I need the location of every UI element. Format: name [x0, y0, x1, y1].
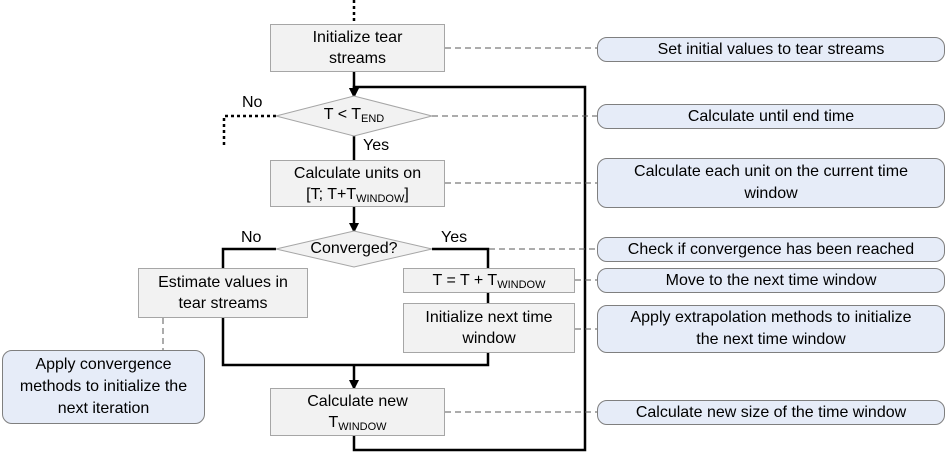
note-until-end: Calculate until end time — [597, 104, 945, 129]
calc-new-line1: Calculate new — [307, 393, 408, 410]
note-set-initial: Set initial values to tear streams — [597, 37, 945, 62]
estimate-values-box: Estimate values in tear streams — [138, 268, 308, 318]
note-connectors — [162, 47, 597, 413]
note-each-unit: Calculate each unit on the current time … — [597, 158, 945, 208]
yes-label-top: Yes — [363, 137, 390, 154]
t-update-box: T = T + TWINDOW — [403, 268, 575, 293]
loop-back-line — [349, 85, 587, 452]
init-next-window-box: Initialize next time window — [403, 303, 575, 353]
calc-units-line2: [T; T+TWINDOW] — [306, 185, 409, 205]
converged-yes-branch — [432, 247, 490, 268]
init-tear-line2: streams — [329, 50, 386, 67]
note-new-size: Calculate new size of the time window — [597, 400, 945, 425]
note-check-convergence: Check if convergence has been reached — [597, 237, 945, 262]
calc-new-line2: TWINDOW — [328, 414, 387, 433]
converged-decision-label: Converged? — [276, 239, 432, 259]
init-tear-streams-box: Initialize tear streams — [270, 24, 445, 72]
note-extrapolation: Apply extrapolation methods to initializ… — [597, 305, 945, 353]
t-update-text: T = T + TWINDOW — [432, 272, 546, 291]
tend-decision-label: T < TEND — [276, 105, 432, 125]
yes-label-converged: Yes — [441, 229, 468, 246]
no-label-converged: No — [241, 229, 262, 246]
init-next-line1: Initialize next time — [425, 309, 553, 326]
estimate-line1: Estimate values in — [158, 274, 288, 291]
converged-text: Converged? — [310, 240, 398, 257]
no-label-top: No — [242, 94, 263, 111]
estimate-line2: tear streams — [178, 295, 268, 312]
converged-decision-diamond — [275, 230, 433, 268]
estimate-merge-line — [221, 318, 354, 367]
init-tear-line1: Initialize tear — [312, 29, 403, 46]
initnext-merge-line — [354, 353, 490, 367]
tend-no-dotted-exit — [222, 114, 276, 146]
note-move-next: Move to the next time window — [597, 268, 945, 293]
converged-no-branch — [221, 247, 276, 268]
note-convergence-methods: Apply convergence methods to initialize … — [2, 350, 205, 424]
tend-sub: END — [360, 113, 385, 125]
tend-text: T < T — [323, 106, 361, 123]
calc-units-line1: Calculate units on — [293, 164, 422, 182]
calc-units-box: Calculate units on [T; T+TWINDOW] — [270, 160, 445, 207]
calc-new-twindow-box: Calculate new TWINDOW — [270, 388, 445, 436]
init-next-line2: window — [462, 330, 516, 347]
